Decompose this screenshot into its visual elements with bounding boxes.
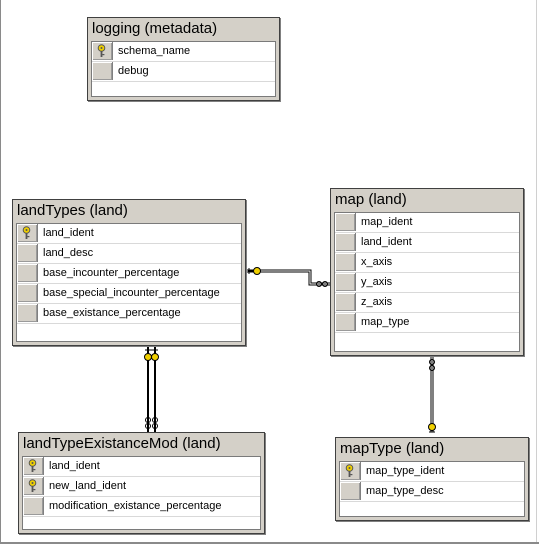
column-row[interactable]: schema_name <box>92 42 275 62</box>
column-row[interactable]: map_type <box>335 313 519 333</box>
column-name: land_ident <box>43 227 94 239</box>
infinity-icon <box>316 281 328 287</box>
column-row[interactable]: land_ident <box>23 457 260 477</box>
column-name: land_ident <box>49 460 100 472</box>
row-selector[interactable] <box>335 273 356 291</box>
row-selector[interactable] <box>335 293 356 311</box>
infinity-icon <box>145 417 158 429</box>
key-icon <box>28 479 37 492</box>
row-selector[interactable] <box>23 457 44 475</box>
column-name: y_axis <box>361 276 393 288</box>
column-row[interactable]: base_incounter_percentage <box>17 264 241 284</box>
key-icon <box>28 459 37 472</box>
infinity-icon <box>429 359 435 371</box>
column-name: x_axis <box>361 256 393 268</box>
column-name: z_axis <box>361 296 393 308</box>
column-row[interactable]: base_existance_percentage <box>17 304 241 324</box>
row-selector[interactable] <box>17 304 38 322</box>
row-selector[interactable] <box>340 462 361 480</box>
table-title[interactable]: mapType (land) <box>340 440 445 457</box>
column-row[interactable]: land_ident <box>17 224 241 244</box>
column-name: base_special_incounter_percentage <box>43 287 220 299</box>
column-row[interactable]: land_ident <box>335 233 519 253</box>
column-name: schema_name <box>118 45 191 57</box>
column-name: modification_existance_percentage <box>49 500 222 512</box>
column-row[interactable]: debug <box>92 62 275 82</box>
table-maptype[interactable]: mapType (land) map_type_ident map_type_de… <box>335 437 529 521</box>
column-row[interactable]: land_desc <box>17 244 241 264</box>
key-icon <box>22 226 31 239</box>
canvas-bottom-border <box>0 542 539 544</box>
key-icon <box>97 44 106 57</box>
row-selector[interactable] <box>335 233 356 251</box>
canvas-left-border <box>0 0 1 544</box>
table-title[interactable]: landTypes (land) <box>17 202 128 219</box>
key-icon <box>144 349 159 361</box>
row-selector[interactable] <box>92 62 113 80</box>
key-icon <box>248 267 261 275</box>
column-list: land_ident new_land_ident modification_exi… <box>22 456 261 530</box>
column-name: map_type_ident <box>366 465 445 477</box>
column-name: map_type <box>361 316 410 328</box>
column-name: base_incounter_percentage <box>43 267 180 279</box>
key-icon <box>428 423 436 433</box>
row-selector[interactable] <box>23 477 44 495</box>
row-selector[interactable] <box>17 244 38 262</box>
column-row[interactable]: map_type_desc <box>340 482 524 502</box>
table-title[interactable]: landTypeExistanceMod (land) <box>23 435 221 452</box>
column-name: new_land_ident <box>49 480 127 492</box>
row-selector[interactable] <box>17 264 38 282</box>
row-selector[interactable] <box>23 497 44 515</box>
key-icon <box>345 464 354 477</box>
relationship-map-landtypes[interactable] <box>246 269 330 286</box>
row-selector[interactable] <box>17 284 38 302</box>
row-selector[interactable] <box>335 213 356 231</box>
row-selector[interactable] <box>92 42 113 60</box>
column-row[interactable]: y_axis <box>335 273 519 293</box>
column-name: land_ident <box>361 236 412 248</box>
row-selector[interactable] <box>335 253 356 271</box>
table-map[interactable]: map (land) map_ident land_ident x_axis y_ax… <box>330 188 524 356</box>
column-row[interactable]: x_axis <box>335 253 519 273</box>
column-name: land_desc <box>43 247 94 259</box>
column-row[interactable]: map_type_ident <box>340 462 524 482</box>
column-name: map_ident <box>361 216 413 228</box>
column-list: land_ident land_desc base_incounter_percen… <box>16 223 242 342</box>
row-selector[interactable] <box>335 313 356 331</box>
column-name: debug <box>118 65 149 77</box>
column-row[interactable]: z_axis <box>335 293 519 313</box>
column-row[interactable]: base_special_incounter_percentage <box>17 284 241 304</box>
canvas-right-border <box>536 0 537 544</box>
column-row[interactable]: new_land_ident <box>23 477 260 497</box>
column-name: base_existance_percentage <box>43 307 181 319</box>
column-name: map_type_desc <box>366 485 444 497</box>
table-title[interactable]: map (land) <box>335 191 407 208</box>
row-selector[interactable] <box>17 224 38 242</box>
table-title[interactable]: logging (metadata) <box>92 20 218 37</box>
column-row[interactable]: modification_existance_percentage <box>23 497 260 517</box>
column-row[interactable]: map_ident <box>335 213 519 233</box>
row-selector[interactable] <box>340 482 361 500</box>
column-list: map_type_ident map_type_desc <box>339 461 525 517</box>
